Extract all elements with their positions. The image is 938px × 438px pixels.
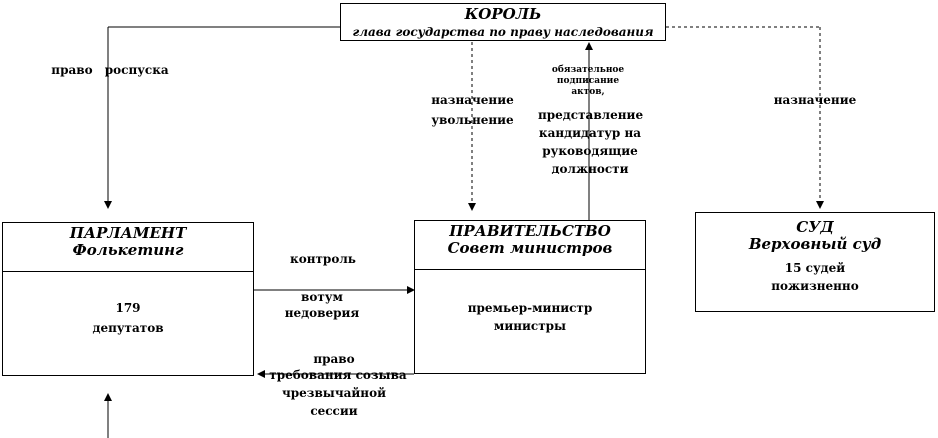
government-title: ПРАВИТЕЛЬСТВО (449, 222, 611, 240)
no-confidence-label-1: вотум (301, 290, 343, 304)
parliament-title: ПАРЛАМЕНТ (69, 224, 187, 242)
appoint-label-1: назначение (431, 93, 514, 107)
king-title: КОРОЛЬ (464, 5, 542, 23)
parliament-subtitle: Фолькетинг (72, 241, 184, 259)
court-appoint-label: назначение (773, 93, 857, 107)
control-label: контроль (290, 252, 356, 266)
parliament-box: ПАРЛАМЕНТ Фолькетинг 179 депутатов (2, 222, 254, 376)
court-subtitle: Верховный суд (748, 235, 882, 253)
signing-label-small-3: актов, (571, 87, 605, 97)
dissolution-label: право роспуска (51, 63, 169, 77)
signing-label-small-1: обязательное (551, 65, 625, 75)
parliament-count: 179 (115, 301, 141, 315)
court-judges: 15 судей (784, 261, 846, 275)
court-term: пожизненно (771, 279, 859, 293)
session-label-3: чрезвычайной (282, 386, 386, 400)
court-box: СУД Верховный суд 15 судей пожизненно (695, 212, 935, 312)
government-pm: премьер-министр (467, 301, 593, 315)
session-label-2: требования созыва (269, 368, 407, 382)
government-box: ПРАВИТЕЛЬСТВО Совет министров премьер-ми… (414, 220, 646, 374)
government-ministers: министры (493, 319, 567, 333)
signing-label-2: кандидатур на (538, 126, 642, 140)
parliament-divider (3, 271, 253, 272)
government-divider (415, 269, 645, 270)
government-subtitle: Совет министров (447, 239, 613, 257)
signing-label-1: представление (538, 108, 644, 122)
session-label-1: право (313, 352, 355, 366)
king-box: КОРОЛЬ глава государства по праву наслед… (340, 3, 666, 41)
signing-label-4: должности (551, 162, 629, 174)
no-confidence-label-2: недоверия (284, 306, 360, 320)
signing-label-3: руководящие (542, 144, 638, 158)
session-label-4: сессии (310, 404, 358, 418)
parliament-members: депутатов (92, 321, 164, 335)
signing-label-small-2: подписание (556, 76, 620, 86)
king-subtitle: глава государства по праву наследования (352, 25, 654, 39)
court-title: СУД (796, 218, 834, 236)
appoint-label-2: увольнение (431, 113, 514, 127)
